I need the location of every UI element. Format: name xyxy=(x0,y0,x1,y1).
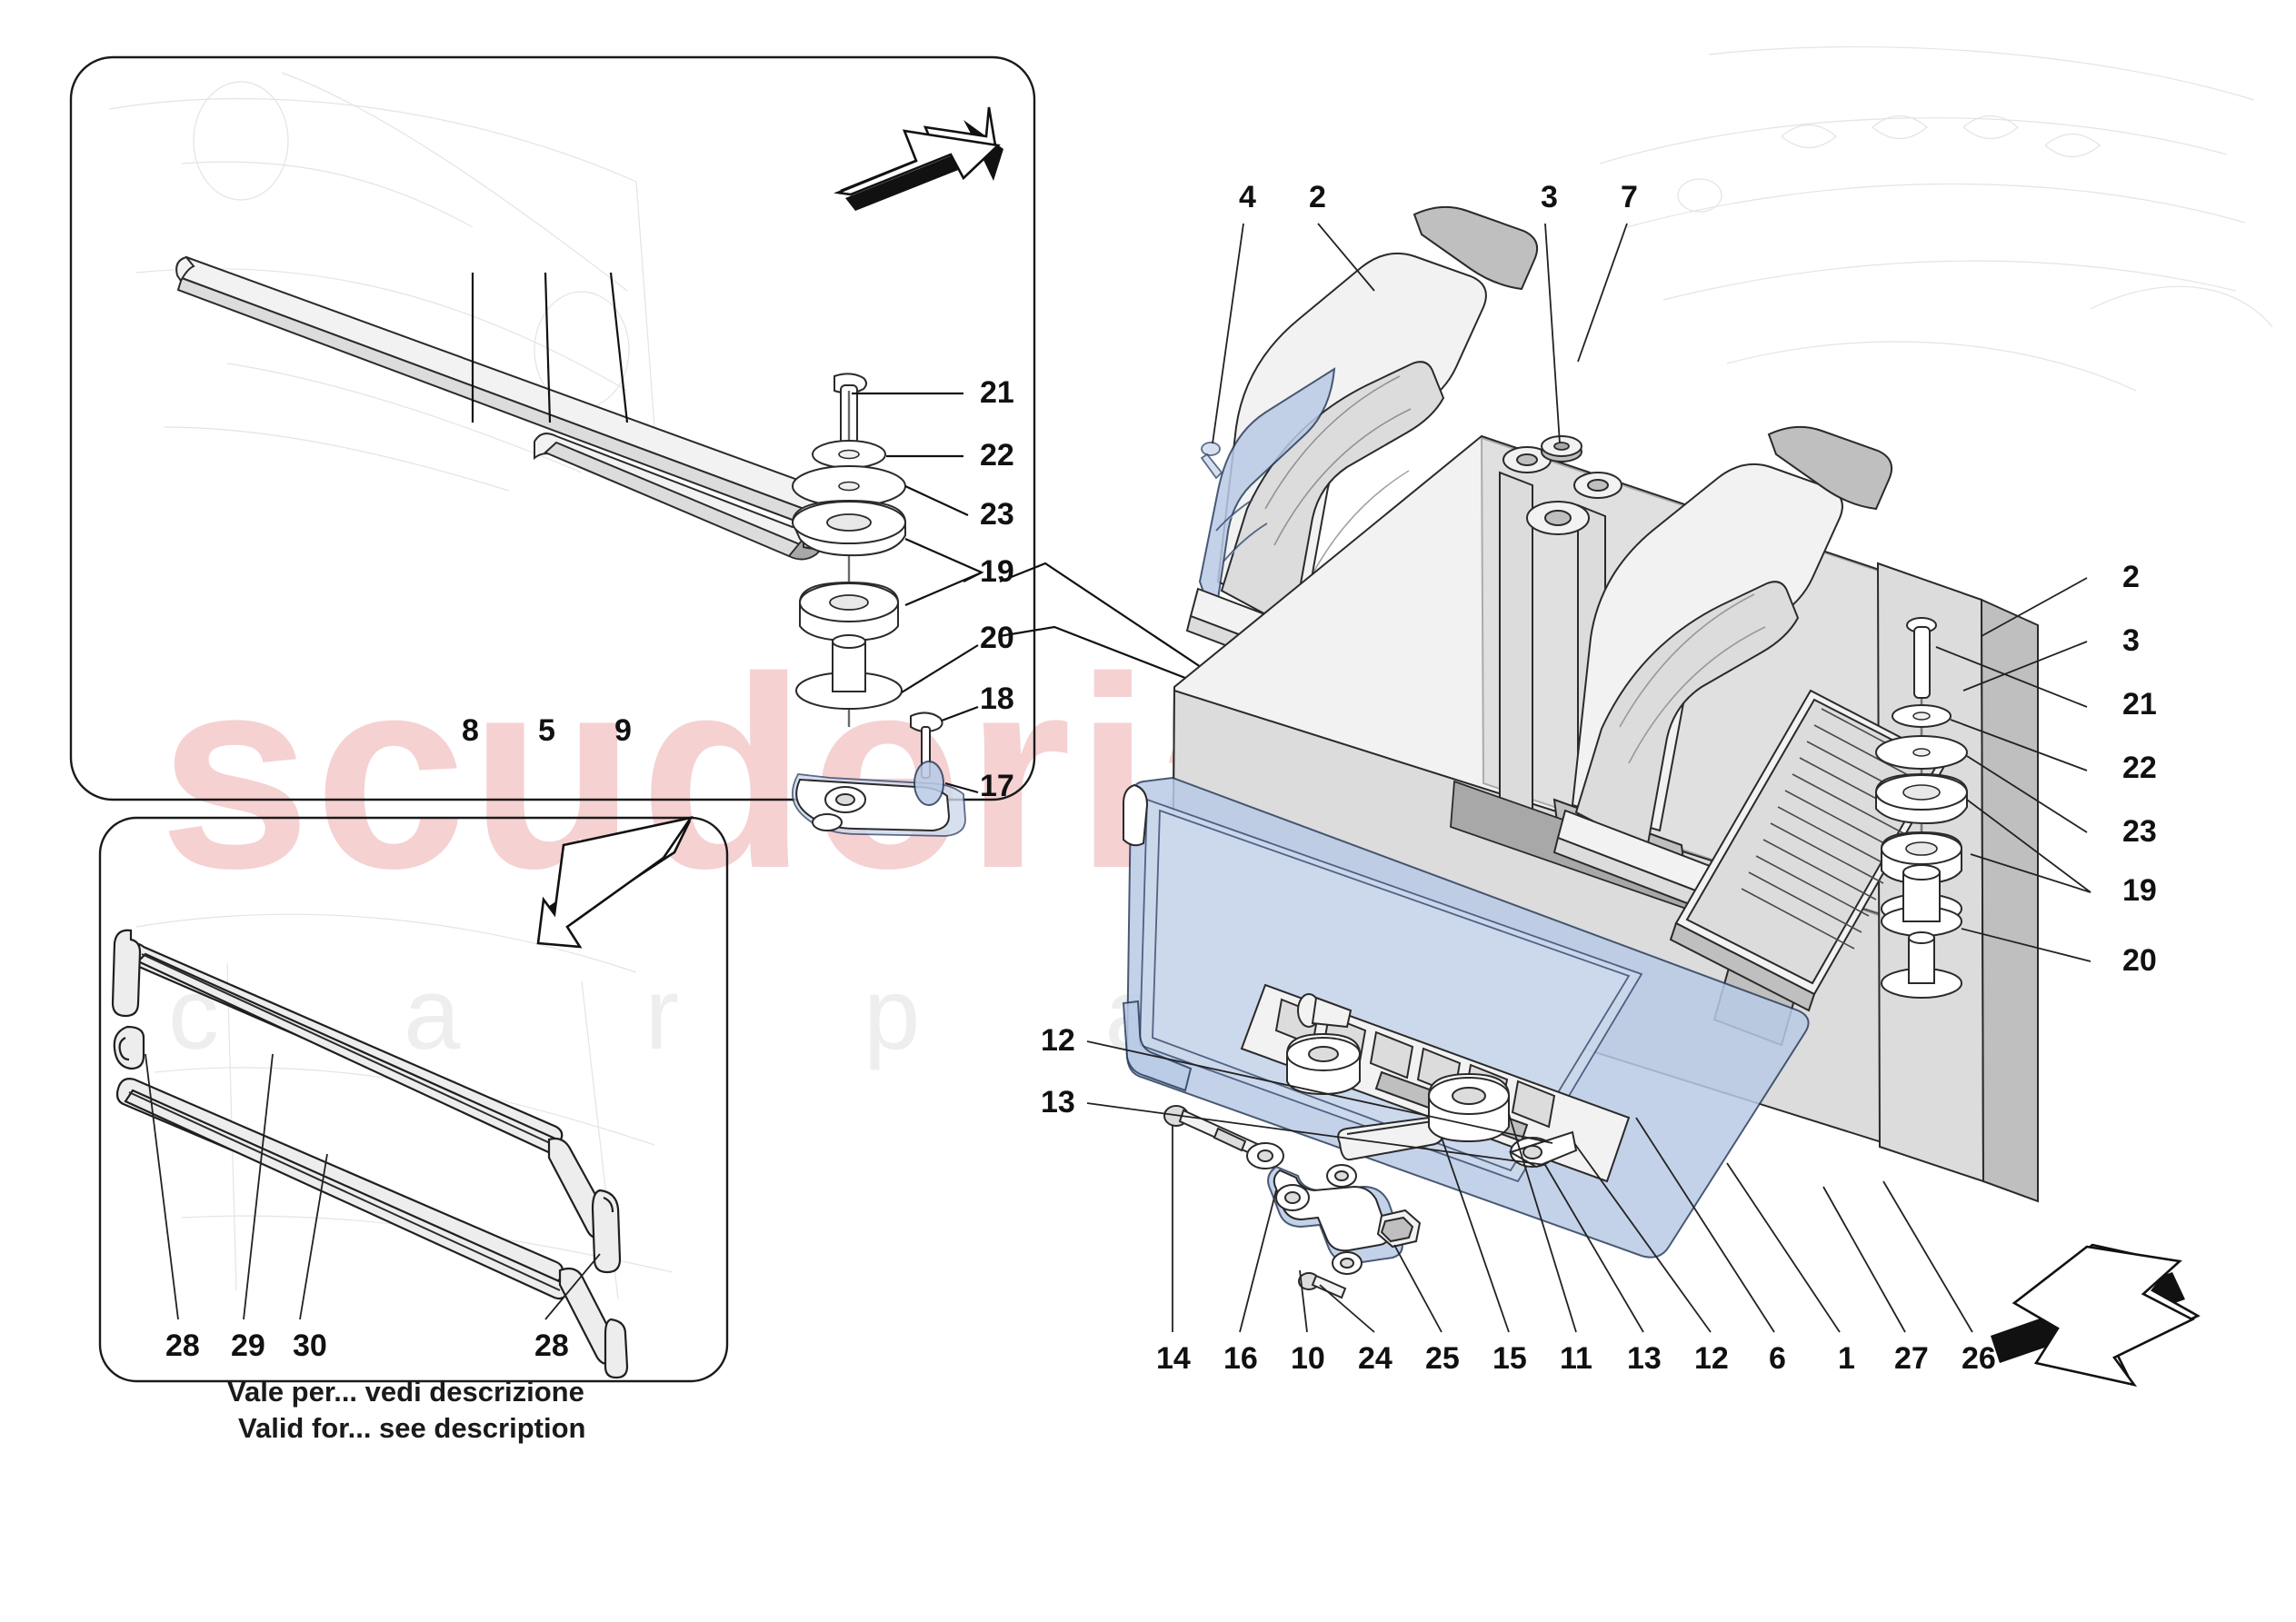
right-hardware-stack xyxy=(1875,617,1968,999)
callout-7: 7 xyxy=(1621,180,1638,214)
callout-15: 15 xyxy=(1492,1341,1527,1376)
windscreen-trim-strip xyxy=(175,255,835,529)
callout-14: 14 xyxy=(1156,1341,1191,1376)
callout-9: 9 xyxy=(614,713,632,748)
callout-21: 21 xyxy=(980,375,1014,410)
callout-1: 1 xyxy=(1838,1341,1855,1376)
callout-25: 25 xyxy=(1425,1341,1460,1376)
grommet-part-7 xyxy=(1541,435,1582,463)
arrow-down-left-icon xyxy=(536,816,694,949)
inset-bottom-leader-lines xyxy=(145,1053,601,1320)
callout-3-top: 3 xyxy=(1541,180,1558,214)
callout-19-right: 19 xyxy=(2122,873,2157,908)
inset-bottom-border xyxy=(98,816,729,1383)
arrow-up-right-icon xyxy=(834,106,1003,211)
callout-8: 8 xyxy=(462,713,479,748)
callout-30: 30 xyxy=(293,1328,327,1363)
callout-24: 24 xyxy=(1358,1341,1393,1376)
callout-12-bottom: 12 xyxy=(1694,1341,1729,1376)
callout-21-right: 21 xyxy=(2122,687,2157,721)
callout-6: 6 xyxy=(1769,1341,1786,1376)
callout-3-right: 3 xyxy=(2122,623,2140,658)
watermark-primary: scuderia xyxy=(159,620,1310,925)
callout-11: 11 xyxy=(1560,1341,1592,1376)
callout-27: 27 xyxy=(1894,1341,1929,1376)
hardware-stack-inset xyxy=(791,373,966,837)
callout-12-left: 12 xyxy=(1041,1023,1075,1058)
main-leader-lines xyxy=(1086,223,2091,1333)
bottom-hardware-cluster xyxy=(1163,993,1578,1299)
window-seal-frame xyxy=(111,929,629,1379)
callout-10: 10 xyxy=(1291,1341,1325,1376)
arrow-down-left-icon-main xyxy=(1991,1243,2201,1388)
callout-20: 20 xyxy=(980,621,1014,655)
callout-5: 5 xyxy=(538,713,555,748)
callout-2-right: 2 xyxy=(2122,560,2140,594)
callout-22-right: 22 xyxy=(2122,751,2157,785)
callout-16: 16 xyxy=(1223,1341,1258,1376)
callout-17: 17 xyxy=(980,769,1014,803)
callout-23: 23 xyxy=(980,497,1014,532)
callout-13-bottom: 13 xyxy=(1627,1341,1662,1376)
callout-13-left: 13 xyxy=(1041,1085,1075,1119)
callout-28-right: 28 xyxy=(534,1328,569,1363)
right-air-filter-element xyxy=(1669,689,1949,1012)
callout-29: 29 xyxy=(231,1328,265,1363)
inset-top-border xyxy=(69,55,1036,801)
caption-english: Valid for... see description xyxy=(238,1412,586,1444)
callout-18: 18 xyxy=(980,682,1014,716)
callout-4: 4 xyxy=(1239,180,1256,214)
callout-22: 22 xyxy=(980,438,1014,473)
callout-26: 26 xyxy=(1962,1341,1996,1376)
callout-28-left: 28 xyxy=(165,1328,200,1363)
inset-top-leader-lines xyxy=(471,272,1219,794)
callout-20-right: 20 xyxy=(2122,943,2157,978)
callout-2-top: 2 xyxy=(1309,180,1326,214)
callout-19: 19 xyxy=(980,554,1014,589)
caption-italian: Vale per... vedi descrizione xyxy=(227,1376,584,1408)
callout-23-right: 23 xyxy=(2122,814,2157,849)
pin-part-4 xyxy=(1200,442,1223,480)
